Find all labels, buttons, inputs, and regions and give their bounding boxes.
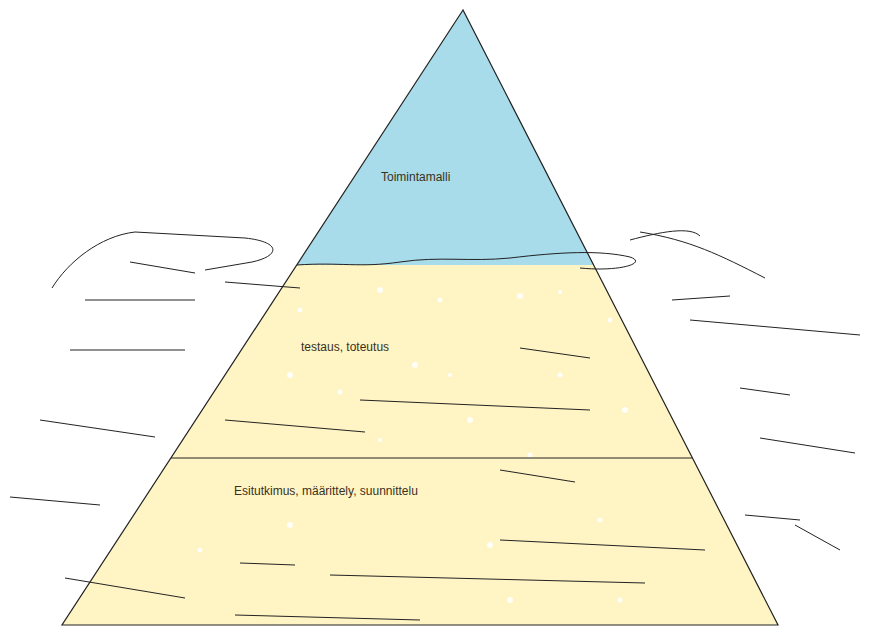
iceberg-outline [62,10,778,625]
band-label: Esitutkimus, määrittely, suunnittelu [234,484,418,498]
iceberg-band: testaus, toteutus [296,337,395,357]
band-label: Toimintamalli [381,170,451,184]
iceberg-band: Toimintamalli [376,167,456,187]
underwater-part [62,10,778,625]
iceberg-band: Esitutkimus, määrittely, suunnittelu [229,481,423,501]
ice-speckles [198,287,629,603]
water-strokes [10,231,860,620]
band-label: testaus, toteutus [301,340,390,354]
visible-tip [297,10,594,265]
band-divider [171,458,692,459]
waterline [297,253,636,269]
